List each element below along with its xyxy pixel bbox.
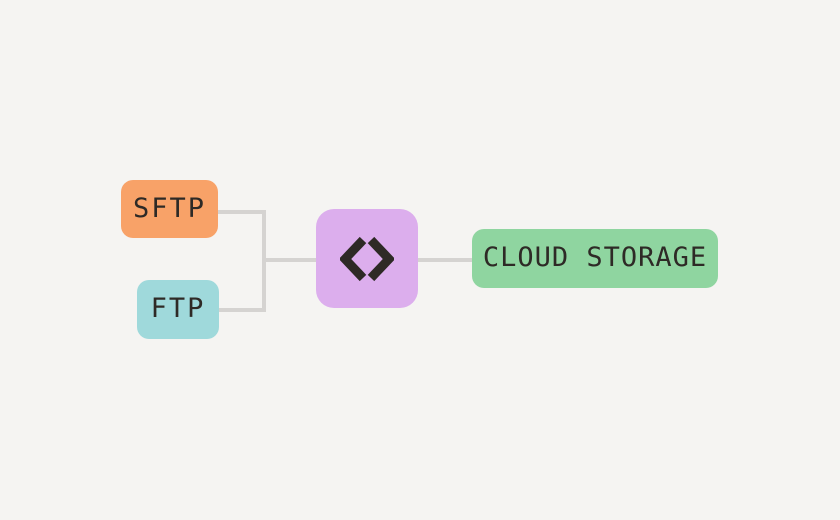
node-ftp-label: FTP bbox=[150, 293, 206, 324]
edge-sftp-to-junction bbox=[217, 210, 266, 214]
edge-ftp-to-junction bbox=[219, 308, 266, 312]
edge-junction-to-transform bbox=[266, 258, 316, 262]
code-diamond-icon bbox=[340, 235, 394, 283]
node-sftp-label: SFTP bbox=[132, 192, 207, 224]
node-sftp[interactable]: SFTP bbox=[121, 180, 218, 238]
edge-junction-vertical bbox=[262, 210, 266, 312]
node-cloud-storage-label: CLOUD STORAGE bbox=[482, 242, 708, 273]
node-ftp[interactable]: FTP bbox=[137, 280, 219, 339]
node-transform[interactable] bbox=[316, 209, 418, 308]
node-cloud-storage[interactable]: CLOUD STORAGE bbox=[472, 229, 718, 288]
edge-transform-to-storage bbox=[418, 258, 472, 262]
